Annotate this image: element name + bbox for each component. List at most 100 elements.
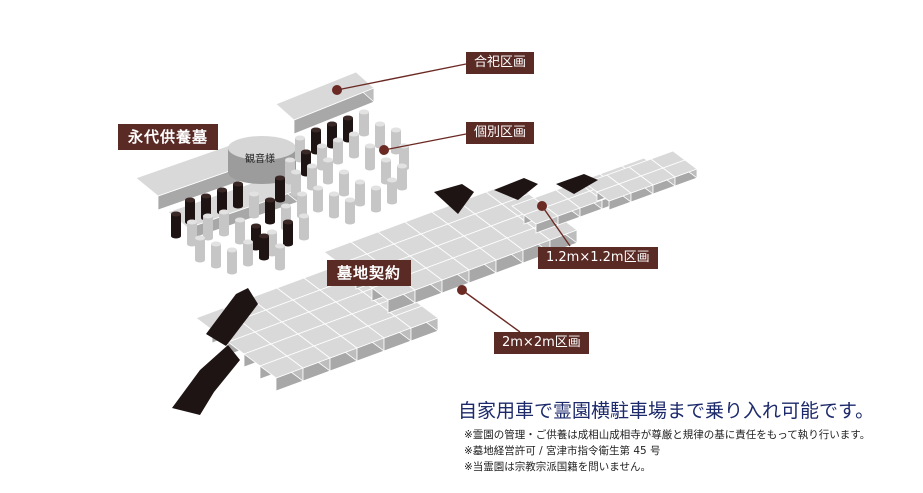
grave-post [349,131,359,159]
grave-post-body [339,172,349,194]
grave-post-body [323,160,333,182]
grave-post-base [233,203,243,209]
grave-post-body [171,214,181,236]
grave-post-cap [291,169,301,175]
grave-post-body [327,124,337,146]
grave-post-base [267,251,277,257]
grave-post-cap [365,143,375,149]
grave-post [283,219,293,247]
grave-post-cap [299,213,309,219]
grave-post [187,219,197,247]
grave-post [233,181,243,209]
kannon-label: 観音様 [245,154,275,165]
grave-post-base [203,235,213,241]
plot-layer [135,71,698,415]
grave-post-cap [387,177,397,183]
grave-post-body [355,182,365,204]
grave-post-body [201,196,211,218]
grave-post [235,217,245,245]
small-plot-cell [662,159,698,187]
grave-post-cap [317,143,327,149]
note-line: ※墓地経営許可 / 宮津市指令衛生第 45 号 [464,445,661,457]
grave-post-cap [375,121,385,127]
leader-dot [537,201,547,211]
grave-post-base [391,149,401,155]
grave-post [387,177,397,205]
note-line: ※当霊園は宗教宗派国籍を問いません。 [464,461,651,473]
grave-post-cap [307,163,317,169]
goshi-slab-top [275,71,375,121]
dark-edge-fill [556,174,598,194]
kobetsu-kukaku-label: 個別区画 [466,122,535,144]
grave-post-body [285,160,295,182]
bochi-keiyaku-label: 墓地契約 [327,260,412,286]
grave-post [345,197,355,225]
grave-post [359,109,369,137]
grave-post-cap [329,191,339,197]
dark-edge-fill [172,345,240,415]
grave-post-base [211,263,221,269]
grave-post-cap [275,243,285,249]
grave-post [391,127,401,155]
grave-post-cap [211,241,221,247]
grave-post [267,229,277,257]
grave-post-cap [311,127,321,133]
dark-edge-fill [494,178,538,200]
grave-post-base [235,239,245,245]
grave-post-base [243,261,253,267]
grave-post-cap [301,149,311,155]
grave-post-body [211,244,221,266]
grave-post-cap [219,209,229,215]
grave-post-body [307,166,317,188]
notes: ※霊園の管理・ご供養は成相山成相寺が尊厳と規律の基に責任をもって執り行います。 … [464,427,870,475]
grave-post [339,169,349,197]
grave-post-cap [397,163,407,169]
grave-post-body [295,138,305,160]
grave-post-body [267,232,277,254]
small-plot-cell [545,198,581,226]
large-plot-cell-top [394,305,439,329]
grave-post [171,211,181,239]
grave-post-base [313,207,323,213]
grave-post-body [345,200,355,222]
leader-lines [332,63,571,333]
grave-post-base [333,159,343,165]
grave-post-cap [233,181,243,187]
grave-post-base [299,235,309,241]
grave-post-cap [359,109,369,115]
grave-post-body [381,160,391,182]
grave-post-cap [391,127,401,133]
grave-post-base [249,213,259,219]
grave-post-cap [227,247,237,253]
grave-post-cap [235,217,245,223]
grave-post [397,163,407,191]
grave-post-base [259,255,269,261]
grave-post-cap [281,203,291,209]
grave-post-body [297,194,307,216]
grave-post-base [365,165,375,171]
grave-post [323,157,333,185]
grave-post-body [265,200,275,222]
grave-post [371,185,381,213]
grave-post-body [359,112,369,134]
grave-post [227,247,237,275]
grave-post-body [313,188,323,210]
grave-post-body [217,190,227,212]
grave-post-base [187,241,197,247]
small-plot-cell [596,183,632,211]
kannon-top [228,136,296,160]
grave-post [211,241,221,269]
grave-post-base [359,131,369,137]
grave-post-body [299,216,309,238]
grave-post-body [251,226,261,248]
grave-post-cap [217,187,227,193]
grave-post [329,191,339,219]
grave-post-base [323,179,333,185]
grave-post-body [275,178,285,200]
grave-post-cap [345,197,355,203]
grave-post-body [219,212,229,234]
grave-post-body [203,216,213,238]
grave-post-body [281,206,291,228]
grave-post-cap [323,157,333,163]
grave-post [365,143,375,171]
